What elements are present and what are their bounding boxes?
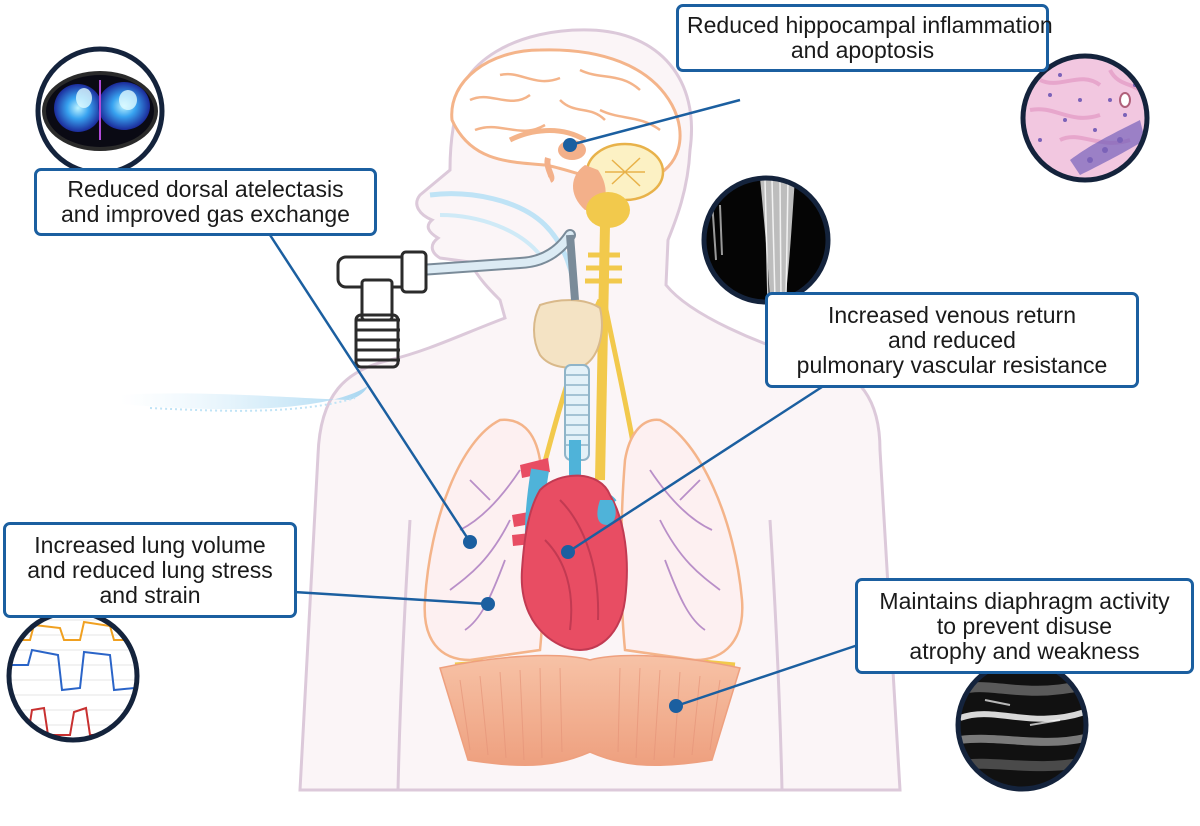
callout-hippocampus: Reduced hippocampal inflammation and apo… xyxy=(676,4,1053,72)
eit-lung-image-icon xyxy=(35,46,165,176)
heart xyxy=(512,440,628,651)
nasal-airway xyxy=(439,213,542,257)
callout-venous-line-2: and reduced xyxy=(888,326,1016,353)
callout-venous: Increased venous return and reduced pulm… xyxy=(765,292,1139,388)
pressure-waveform-icon xyxy=(6,609,140,743)
callout-diaphragm-line-3: atrophy and weakness xyxy=(909,637,1140,664)
callout-diaphragm: Maintains diaphragm activity to prevent … xyxy=(855,578,1194,674)
callout-lung: Increased lung volume and reduced lung s… xyxy=(3,522,297,618)
arm-left-line xyxy=(396,519,412,791)
diaphragm-ultrasound-image-icon xyxy=(955,658,1089,792)
leader-dots xyxy=(463,138,683,713)
airflow-stream xyxy=(120,386,368,410)
callout-venous-line-3: pulmonary vascular resistance xyxy=(796,351,1108,378)
callout-venous-line-1: Increased venous return xyxy=(827,301,1077,328)
arm-right-line xyxy=(768,519,784,791)
callout-atelectasis-line-2: and improved gas exchange xyxy=(61,201,350,227)
ultrasound-mmode-image-icon xyxy=(701,175,831,305)
callout-hippocampus-line-2: and apoptosis xyxy=(790,37,935,63)
ventilator-mask-icon xyxy=(336,229,579,369)
callout-hippocampus-line-1: Reduced hippocampal inflammation xyxy=(687,12,1053,38)
larynx xyxy=(533,299,603,369)
callout-lung-line-2: and reduced lung stress xyxy=(27,556,273,583)
diaphragm xyxy=(439,654,741,767)
histology-image-icon xyxy=(1020,53,1150,183)
airflow-stream-2 xyxy=(149,397,356,412)
callout-lung-line-3: and strain xyxy=(99,581,201,608)
callout-diaphragm-line-2: to prevent disuse xyxy=(936,612,1113,639)
callout-atelectasis: Reduced dorsal atelectasis and improved … xyxy=(34,168,377,236)
lungs xyxy=(423,418,744,662)
callout-lung-line-1: Increased lung volume xyxy=(34,531,266,558)
leader-lines xyxy=(268,98,859,708)
brain xyxy=(450,48,682,210)
diaphragm-fibers xyxy=(459,667,721,761)
callout-diaphragm-line-1: Maintains diaphragm activity xyxy=(879,587,1170,614)
callout-atelectasis-line-1: Reduced dorsal atelectasis xyxy=(67,176,344,202)
